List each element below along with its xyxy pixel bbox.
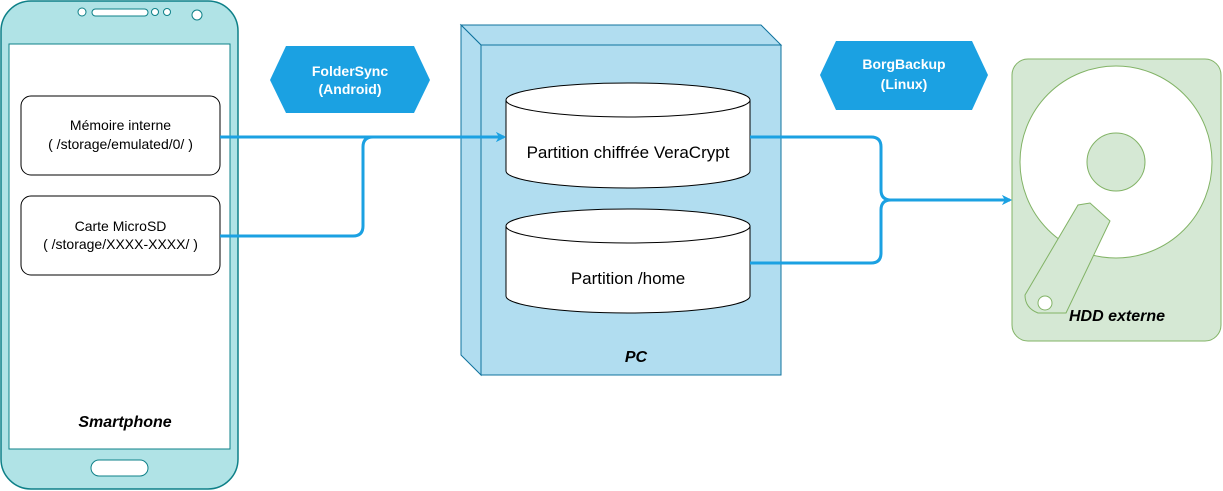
pc: PC Partition chiffrée VeraCrypt Partitio… xyxy=(459,23,783,377)
phone-sensor-icon xyxy=(151,8,159,16)
veracrypt-to-hdd-arrow xyxy=(750,135,1012,205)
borgbackup-name: BorgBackup xyxy=(862,56,945,72)
smartphone: Mémoire interne ( /storage/emulated/0/ )… xyxy=(0,0,239,490)
home-cylinder-body xyxy=(505,226,751,314)
sd-card-path: ( /storage/XXXX-XXXX/ ) xyxy=(43,236,198,252)
internal-memory-label: Mémoire interne xyxy=(70,117,171,133)
hdd-label: HDD externe xyxy=(1069,308,1165,325)
foldersync-name: FolderSync xyxy=(312,63,388,79)
smartphone-label: Smartphone xyxy=(78,414,171,431)
hdd-arm-pivot xyxy=(1037,295,1053,311)
home-partition: Partition /home xyxy=(505,208,751,314)
hdd-read-arm xyxy=(1024,202,1111,314)
phone-camera-icon xyxy=(77,7,87,17)
phone-sensor-icon xyxy=(163,8,171,16)
hdd-spindle xyxy=(1086,132,1146,192)
phone-home-button xyxy=(90,459,149,477)
connectors xyxy=(220,132,1012,265)
borgbackup-hexagon xyxy=(820,41,988,110)
home-to-hdd-arrow xyxy=(750,195,1012,265)
phone-front-camera-icon xyxy=(191,9,203,21)
veracrypt-cylinder-top xyxy=(505,82,751,118)
borgbackup-platform: (Linux) xyxy=(881,76,928,92)
borgbackup-badge: BorgBackup (Linux) xyxy=(820,41,988,110)
pc-label: PC xyxy=(625,349,648,366)
veracrypt-partition-label: Partition chiffrée VeraCrypt xyxy=(527,143,730,162)
home-cylinder-top xyxy=(505,208,751,244)
pc-side-face xyxy=(460,23,482,377)
veracrypt-partition: Partition chiffrée VeraCrypt xyxy=(505,82,751,189)
veracrypt-cylinder-body xyxy=(505,100,751,189)
pc-top-face xyxy=(459,24,783,46)
foldersync-badge: FolderSync (Android) xyxy=(270,46,430,113)
internal-memory-path: ( /storage/emulated/0/ ) xyxy=(48,136,193,152)
foldersync-hexagon xyxy=(270,46,430,113)
sd-card-label: Carte MicroSD xyxy=(75,218,167,234)
phone-speaker-icon xyxy=(91,8,149,17)
home-partition-label: Partition /home xyxy=(571,269,685,288)
external-hdd: HDD externe xyxy=(1011,58,1222,342)
foldersync-platform: (Android) xyxy=(319,81,382,97)
sd-to-veracrypt-arrow xyxy=(220,132,506,238)
